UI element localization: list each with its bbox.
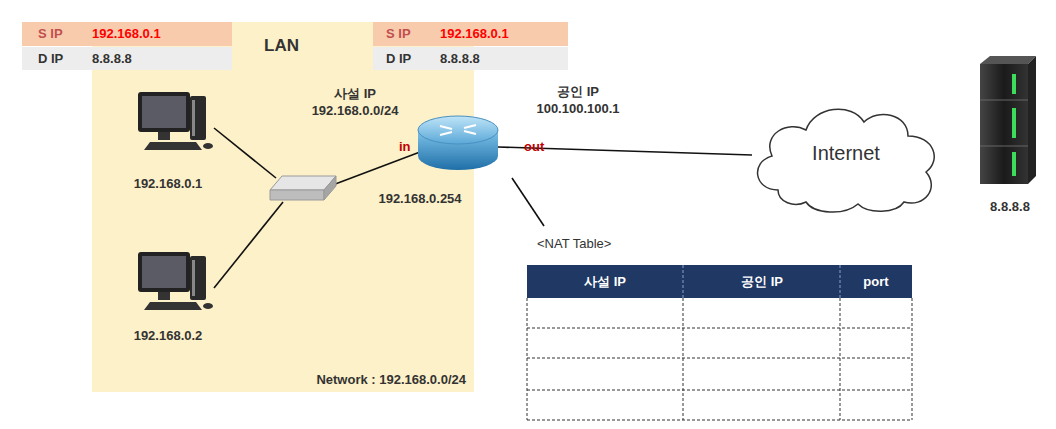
header-field: S IP	[386, 26, 411, 42]
interface-label: 사설 IP	[334, 86, 376, 102]
interface-label: 공인 IP	[557, 84, 599, 100]
source-ip: 192.168.0.1	[440, 26, 509, 42]
server-ip: 8.8.8.8	[990, 199, 1030, 215]
destination-ip: 8.8.8.8	[92, 51, 132, 67]
header-field: S IP	[38, 26, 63, 42]
port-label: in	[399, 139, 411, 155]
network-label: Network : 192.168.0.0/24	[316, 372, 466, 387]
gateway-ip: 192.168.0.254	[378, 191, 461, 207]
cloud-label: Internet	[748, 142, 944, 165]
private-network: 192.168.0.0/24	[312, 103, 399, 119]
public-ip: 100.100.100.1	[536, 101, 619, 117]
table-header: 사설 IP	[584, 274, 626, 290]
source-ip: 192.168.0.1	[92, 26, 161, 42]
host-ip: 192.168.0.2	[134, 328, 203, 344]
destination-ip: 8.8.8.8	[440, 51, 480, 67]
header-field: D IP	[386, 51, 411, 67]
region-title: LAN	[264, 36, 299, 56]
table-header: 공인 IP	[741, 274, 783, 290]
internet-cloud: Internet	[748, 98, 944, 216]
host-ip: 192.168.0.1	[134, 176, 203, 192]
header-field: D IP	[38, 51, 63, 67]
table-title: <NAT Table>	[537, 236, 611, 252]
table-header: port	[863, 274, 888, 290]
port-label: out	[524, 139, 544, 155]
